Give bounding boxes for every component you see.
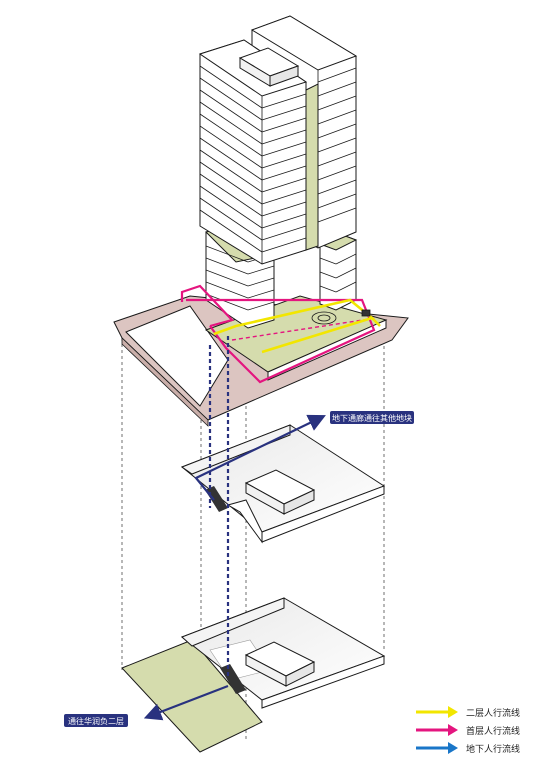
b2-slab-front bbox=[261, 655, 385, 709]
callout-basement-2: 通往华润负二层 bbox=[64, 714, 128, 727]
callout-underground-corridor-text: 地下通廊通往其他地块 bbox=[332, 413, 412, 423]
ground-site bbox=[113, 295, 409, 427]
legend-item: 二层人行流线 bbox=[414, 703, 554, 721]
underground-corridor-route bbox=[194, 414, 326, 501]
basement-level-2 bbox=[121, 597, 386, 753]
callout-underground-corridor: 地下通廊通往其他地块 bbox=[330, 411, 414, 424]
b1-notch bbox=[226, 499, 263, 544]
tower bbox=[198, 15, 358, 265]
level-2-route bbox=[213, 298, 381, 354]
blue-arrow-icon bbox=[416, 742, 458, 754]
legend-item: 首层人行流线 bbox=[414, 721, 554, 739]
green-site-b2 bbox=[121, 639, 263, 753]
magenta-arrow-icon bbox=[416, 724, 458, 736]
b2-core-box bbox=[244, 641, 316, 687]
legend-label: 二层人行流线 bbox=[466, 708, 521, 719]
legend-label: 地下人行流线 bbox=[466, 744, 521, 755]
basement-level-1 bbox=[180, 424, 386, 544]
b1-core-box bbox=[244, 469, 316, 515]
b2-stair bbox=[220, 664, 246, 694]
callout-basement-2-text: 通往华润负二层 bbox=[68, 716, 124, 726]
legend: 二层人行流线 首层人行流线 地下人行流线 bbox=[414, 703, 554, 757]
site-edge bbox=[121, 337, 209, 427]
b2-wall-left bbox=[181, 597, 285, 647]
podium-details bbox=[311, 309, 371, 325]
legend-item: 地下人行流线 bbox=[414, 739, 554, 757]
yellow-arrow-icon bbox=[416, 706, 458, 718]
b1-wall-left bbox=[180, 424, 291, 475]
vertical-route bbox=[208, 336, 230, 676]
legend-label: 首层人行流线 bbox=[466, 726, 521, 737]
basement-2-route bbox=[143, 684, 229, 721]
ground-level-route bbox=[180, 284, 377, 384]
